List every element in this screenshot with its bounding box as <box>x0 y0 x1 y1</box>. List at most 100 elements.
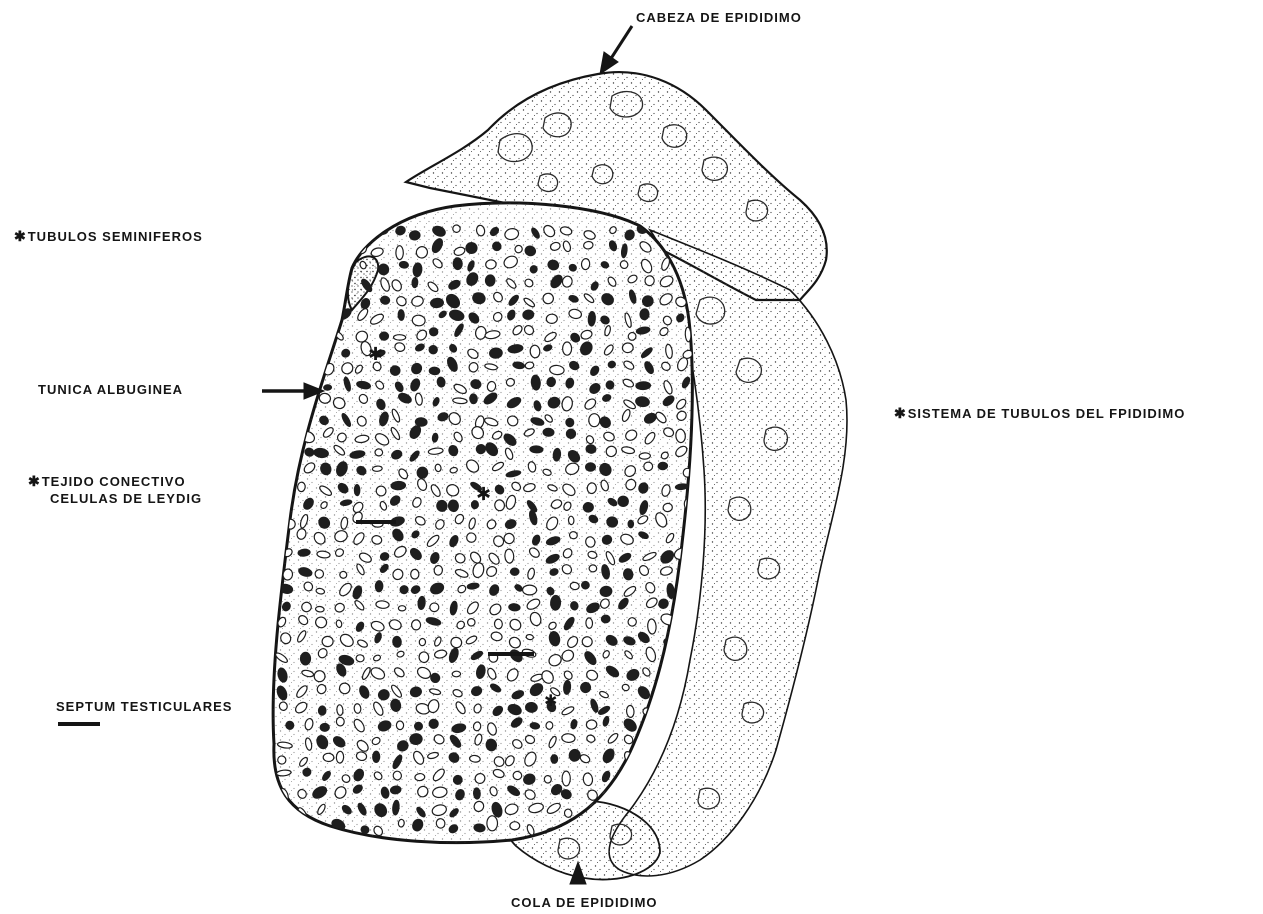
label-celulas-de-leydig: CELULAS DE LEYDIG <box>50 491 202 506</box>
tubule-section <box>640 309 650 320</box>
tubule-section <box>313 308 328 323</box>
tubule-section <box>398 310 404 321</box>
tubule-section <box>429 367 440 375</box>
tubule-section <box>622 342 634 353</box>
tubule-section <box>415 417 427 426</box>
tubule-section <box>677 613 691 626</box>
tubule-section <box>282 326 295 343</box>
tubule-section <box>282 360 295 372</box>
tubule-section <box>297 415 307 425</box>
tubule-section <box>353 224 363 240</box>
tubule-section <box>659 668 674 679</box>
connective-marker: ✱ <box>476 484 491 505</box>
tubule-section <box>586 463 596 471</box>
cabeza-arrowhead <box>600 52 618 74</box>
tubule-section <box>298 308 313 324</box>
tubule-section <box>356 654 365 662</box>
tubule-section <box>587 482 597 494</box>
tubule-section <box>601 615 610 623</box>
tubule-section <box>320 723 329 731</box>
tubule-section <box>324 262 333 273</box>
tubule-section <box>452 671 460 677</box>
tubule-section <box>429 328 437 336</box>
tubule-section <box>294 329 308 346</box>
label-cabeza-de-epididimo: CABEZA DE EPIDIDIMO <box>636 10 802 25</box>
tubule-section <box>354 703 362 713</box>
tubule-section <box>645 741 657 749</box>
tubule-section <box>656 718 666 731</box>
tubule-section <box>636 382 651 390</box>
label-septum-testiculares: SEPTUM TESTICULARES <box>56 699 232 714</box>
tubule-section <box>320 222 331 235</box>
tubule-section <box>485 275 495 286</box>
tubule-section <box>569 531 578 539</box>
tubule-section <box>300 652 310 665</box>
tubule-section <box>602 790 615 801</box>
tubule-section <box>647 619 656 635</box>
tubule-section <box>331 278 345 292</box>
tubule-section <box>414 722 422 730</box>
tubule-section <box>588 311 596 326</box>
tubule-section <box>282 228 290 237</box>
tubule-section <box>586 719 597 729</box>
tubule-section <box>530 446 543 453</box>
tubule-section <box>415 773 425 781</box>
tubule-section <box>417 467 428 478</box>
tubule-section <box>551 755 558 764</box>
tubule-section <box>333 296 344 306</box>
tubule-section <box>354 485 360 496</box>
tubule-section <box>510 822 520 830</box>
tubule-section <box>323 753 334 762</box>
testis: ✱ ✱ ✱ <box>260 190 710 860</box>
tubule-section <box>334 258 345 272</box>
label-text: SISTEMA DE TUBULOS DEL FPIDIDIMO <box>908 406 1186 421</box>
tubule-section <box>283 315 292 325</box>
septum-key-bar <box>58 722 100 726</box>
tubule-section <box>336 705 343 716</box>
tubule-section <box>336 751 344 763</box>
tubule-section <box>278 261 289 269</box>
tubule-section <box>568 516 574 525</box>
tubule-section <box>485 259 496 269</box>
label-text: TUBULOS SEMINIFEROS <box>28 229 203 244</box>
tubule-section <box>453 775 462 785</box>
tubule-section <box>283 464 297 480</box>
tubule-section <box>297 482 305 492</box>
tubule-section <box>550 595 561 610</box>
label-tunica-albuginea: TUNICA ALBUGINEA <box>38 382 183 397</box>
label-tubulos-seminiferos: ✱TUBULOS SEMINIFEROS <box>14 229 203 244</box>
tubule-section <box>628 520 633 528</box>
tubule-section <box>682 633 689 645</box>
tubule-section <box>398 819 405 827</box>
tubule-section <box>628 617 637 626</box>
tubule-section <box>589 565 597 572</box>
tubule-section <box>546 721 554 729</box>
tubule-section <box>546 314 558 324</box>
tubule-section <box>526 634 534 640</box>
tubule-section <box>658 462 668 470</box>
tubule-section <box>581 581 589 589</box>
tubule-section <box>684 567 694 574</box>
tubule-section <box>315 606 324 612</box>
tubule-section <box>453 258 462 270</box>
tubule-section <box>286 345 296 357</box>
tubule-section <box>298 820 305 831</box>
tubule-section <box>276 450 286 457</box>
tubule-section <box>504 549 514 564</box>
tubule-section <box>419 652 429 663</box>
tubule-section <box>434 565 443 576</box>
tubule-section <box>298 380 305 388</box>
cabeza-arrow <box>610 26 632 60</box>
septum-mark <box>488 652 534 656</box>
tubule-section <box>487 816 498 831</box>
tubule-section <box>375 581 383 592</box>
label-sistema-de-tubulos: ✱SISTEMA DE TUBULOS DEL FPIDIDIMO <box>894 406 1185 421</box>
tubule-section <box>282 428 294 437</box>
tubule-section <box>284 240 290 251</box>
tubule-section <box>322 277 331 285</box>
tubule-section <box>586 444 597 454</box>
tubule-section <box>626 705 634 717</box>
tubule-section <box>283 485 292 495</box>
tubule-section <box>530 345 541 358</box>
tubule-section <box>396 721 403 730</box>
